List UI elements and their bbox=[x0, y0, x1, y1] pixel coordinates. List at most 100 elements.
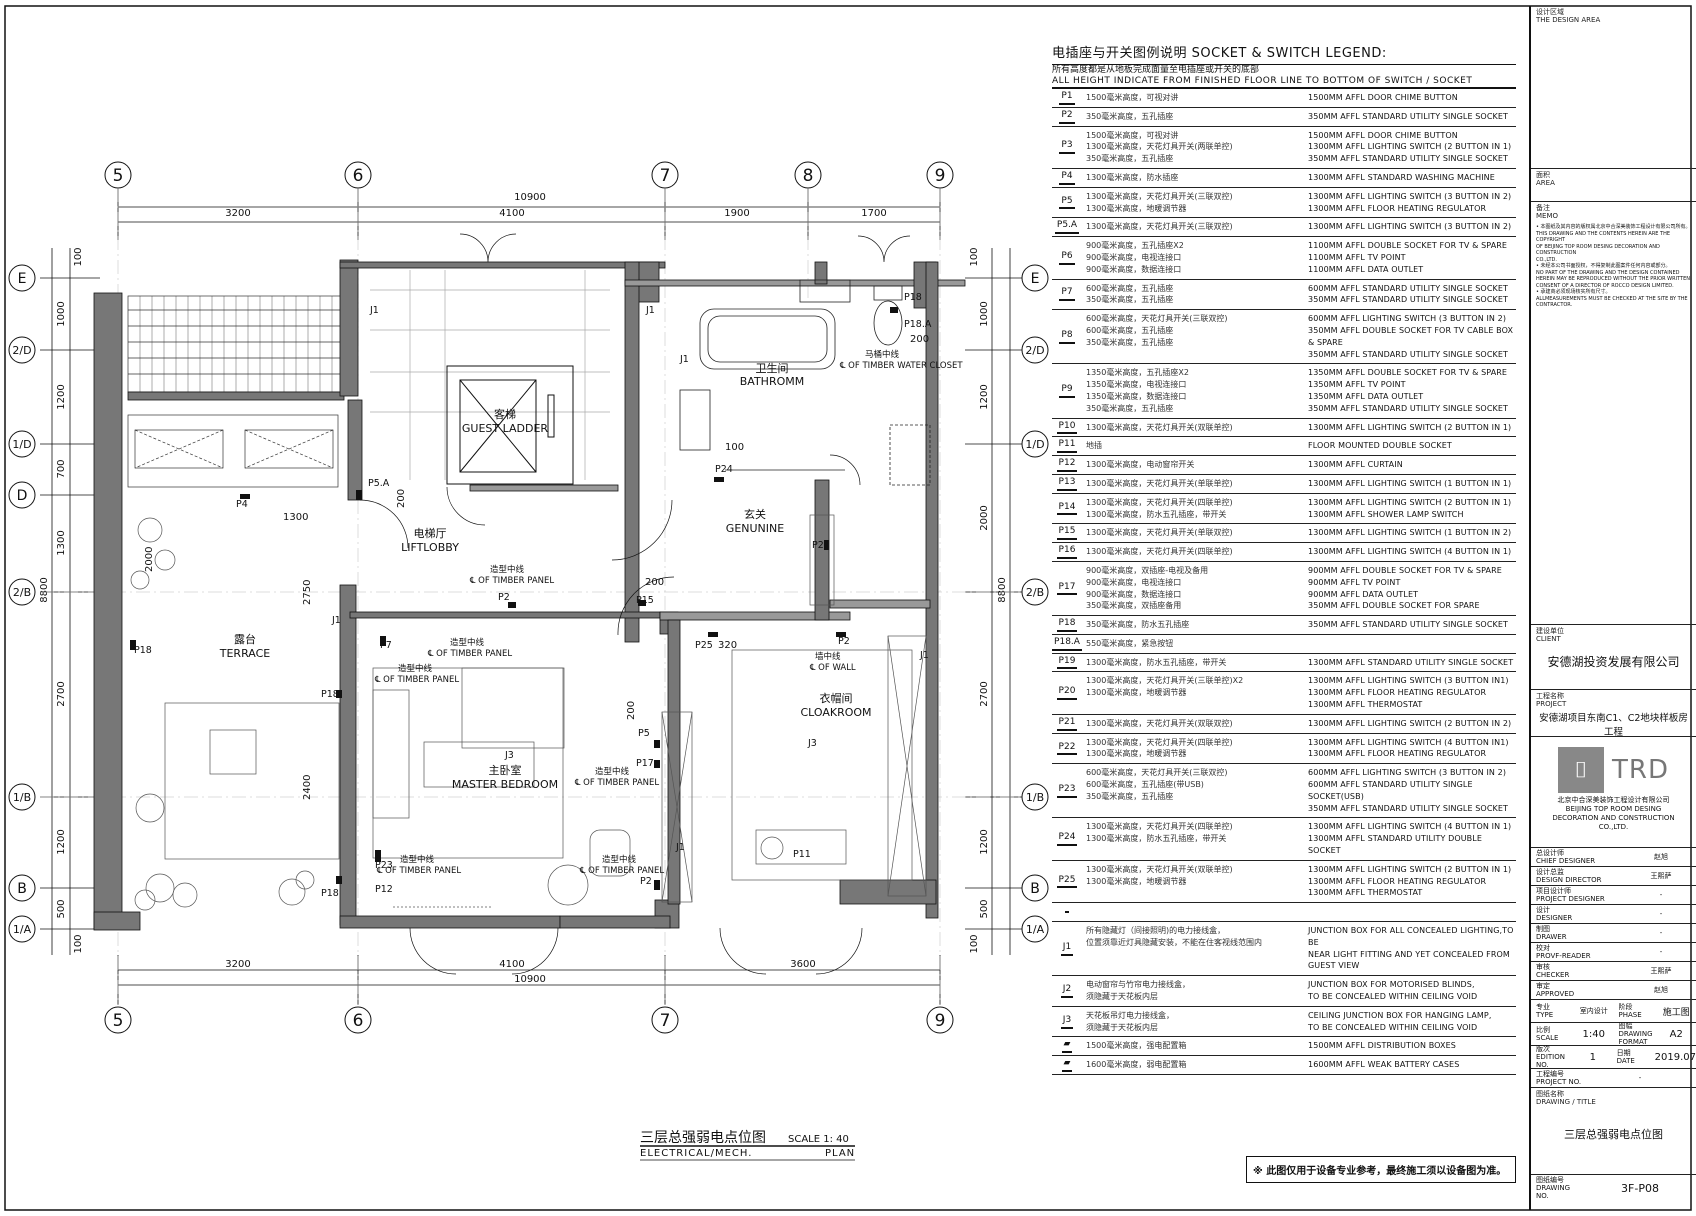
staff-role-en: DRAWER bbox=[1536, 933, 1567, 941]
panel-cn-6: 造型中线 bbox=[602, 854, 637, 865]
legend-cn-line: 900毫米高度，电视连接口 bbox=[1086, 252, 1182, 262]
legend-cn-line: 所有隐藏灯（间接照明)的电力接线盒， bbox=[1086, 926, 1226, 936]
legend-en-line: 600MM AFFL STANDARD UTILITY SINGLE SOCKE… bbox=[1308, 780, 1473, 801]
legend-cn: 1300毫米高度，天花灯具开关(三联双控)1300毫米高度，地暖调节器 bbox=[1082, 188, 1308, 218]
design-area-en: THE DESIGN AREA bbox=[1536, 16, 1601, 24]
legend-code-cell: P10 bbox=[1052, 419, 1082, 437]
legend-cn: 所有隐藏灯（间接照明)的电力接线盒，位置须靠近灯具隐藏安装，不能在住客视线范围内 bbox=[1082, 922, 1308, 975]
legend-cn-line: 1500毫米高度，可视对讲 bbox=[1086, 130, 1179, 140]
legend-code-cell: J3 bbox=[1052, 1007, 1082, 1037]
panel-cn-4: 造型中线 bbox=[595, 766, 630, 777]
staff-role-cn: 审核 bbox=[1536, 963, 1550, 971]
legend-en-line: NEAR LIGHT FITTING AND YET CONCEALED FRO… bbox=[1308, 949, 1510, 971]
dim-left-4: 700 bbox=[56, 459, 67, 478]
legend-en-line: 1300MM AFFL FLOOR HEATING REGULATOR bbox=[1308, 688, 1487, 698]
legend-code bbox=[1065, 911, 1069, 914]
staff-role-cn: 设计 bbox=[1536, 906, 1550, 914]
legend-en: 350MM AFFL STANDARD UTILITY SINGLE SOCKE… bbox=[1308, 108, 1516, 126]
axis-right-B: B bbox=[1030, 881, 1040, 897]
tag-p11: P11 bbox=[793, 849, 811, 860]
panel-en-4: ℄ OF TIMBER PANEL bbox=[574, 778, 659, 788]
legend-en-line: JUNCTION BOX FOR ALL CONCEALED LIGHTING,… bbox=[1308, 926, 1514, 947]
legend-en-line: JUNCTION BOX FOR MOTORISED BLINDS, bbox=[1308, 980, 1475, 990]
legend-code: P9 bbox=[1059, 384, 1075, 398]
company-cn: 北京中合深美装饰工程设计有限公司 bbox=[1557, 796, 1670, 804]
bedroom-furniture bbox=[372, 667, 693, 908]
panel-en-3: ℄ OF TIMBER PANEL bbox=[374, 675, 459, 685]
tag-j3-a: J3 bbox=[504, 750, 514, 761]
tag-j1-c: J1 bbox=[679, 354, 689, 365]
legend-en-line: 1300MM AFFL FLOOR HEATING REGULATOR bbox=[1308, 876, 1487, 886]
legend-code-cell: P13 bbox=[1052, 475, 1082, 493]
legend-code-cell: ▰ bbox=[1052, 1037, 1082, 1055]
legend-en-line: FLOOR MOUNTED DOUBLE SOCKET bbox=[1308, 441, 1452, 451]
genuine-cabinet bbox=[809, 514, 835, 606]
dim-left-11: 100 bbox=[73, 934, 84, 953]
legend-cn-line: 1300毫米高度，天花灯具开关(四联单控) bbox=[1086, 737, 1233, 747]
legend-code-cell: P6 bbox=[1052, 237, 1082, 278]
legend-en-line: 1300MM AFFL LIGHTING SWITCH (4 BUTTON IN… bbox=[1308, 547, 1512, 557]
legend-cn-line: 天花板吊灯电力接线盒， bbox=[1086, 1010, 1174, 1020]
legend-en-line: 900MM AFFL TV POINT bbox=[1308, 577, 1401, 587]
legend-en-line: 1500MM AFFL DISTRIBUTION BOXES bbox=[1308, 1041, 1456, 1051]
axis-right-1B: 1/B bbox=[1026, 791, 1044, 804]
legend-cn: 1300毫米高度，天花灯具开关(单联双控) bbox=[1082, 524, 1308, 542]
legend-en-line: TO BE CONCEALED WITHIN CEILING VOID bbox=[1308, 992, 1478, 1002]
plan-scale: SCALE 1: 40 bbox=[788, 1134, 849, 1145]
legend-code-cell: P2 bbox=[1052, 108, 1082, 126]
legend-cn: 1300毫米高度，天花灯具开关(双联单控)1300毫米高度，地暖调节器 bbox=[1082, 861, 1308, 902]
staff-name: 王熙萨 bbox=[1650, 967, 1672, 975]
memo-line: THIS DRAWING AND THE CONTENTS HEREIN ARE… bbox=[1536, 230, 1671, 244]
legend-cn-line: 350毫米高度，五孔插座 bbox=[1086, 295, 1174, 305]
legend-en bbox=[1308, 635, 1516, 653]
legend-code-cell: P7 bbox=[1052, 280, 1082, 310]
cloakroom-furniture bbox=[731, 635, 927, 897]
legend-code: P14 bbox=[1056, 502, 1078, 516]
legend-cn-line: 1300毫米高度，天花灯具开关(四联单控) bbox=[1086, 822, 1233, 832]
title-block: 设计区域 THE DESIGN AREA 面积 AREA 备注 MEMO • 本… bbox=[1529, 6, 1696, 1210]
legend-code-cell: P19 bbox=[1052, 654, 1082, 672]
tag-p18-a: P18 bbox=[134, 645, 152, 656]
legend-en-line: 600MM AFFL LIGHTING SWITCH (3 BUTTON IN … bbox=[1308, 768, 1507, 778]
legend-cn-line: 600毫米高度，五孔插座(带USB) bbox=[1086, 780, 1204, 790]
legend-code: ▰ bbox=[1061, 1058, 1073, 1072]
dim-right-2: 1000 bbox=[979, 301, 990, 326]
tag-p18-c: P18 bbox=[321, 888, 339, 899]
staff-name: - bbox=[1659, 948, 1663, 956]
legend-en: 1300MM AFFL CURTAIN bbox=[1308, 456, 1516, 474]
legend-title: 电插座与开关图例说明 SOCKET & SWITCH LEGEND: bbox=[1052, 40, 1516, 65]
panel-cn-2: 造型中线 bbox=[450, 637, 485, 648]
axis-top-9: 9 bbox=[935, 166, 946, 186]
legend-en: 1300MM AFFL LIGHTING SWITCH (4 BUTTON IN… bbox=[1308, 818, 1516, 859]
panel-cn-1: 造型中线 bbox=[490, 564, 525, 575]
dim-left-10: 500 bbox=[56, 899, 67, 918]
legend-en bbox=[1308, 903, 1516, 921]
legend-cn: 1300毫米高度，防水五孔插座，带开关 bbox=[1082, 654, 1308, 672]
dim-right-total: 8800 bbox=[997, 577, 1008, 602]
legend-code: P21 bbox=[1056, 717, 1078, 731]
legend-cn: 电动窗帘与竹帘电力接线盒，须隐藏于天花板内层 bbox=[1082, 976, 1308, 1006]
room-cloakroom-cn: 衣帽间 bbox=[820, 691, 853, 705]
top-dimension-texts: 10900 3200 4100 1900 1700 bbox=[225, 192, 886, 219]
tag-j1-d: J1 bbox=[331, 615, 341, 626]
tag-p2-d: P2 bbox=[640, 876, 652, 887]
legend-en-line: 1300MM AFFL LIGHTING SWITCH (2 BUTTON IN… bbox=[1308, 718, 1512, 728]
legend-code-cell: ▰ bbox=[1052, 1056, 1082, 1074]
legend-cn: 1300毫米高度，天花灯具开关(四联单控)1300毫米高度，防水五孔插座，带开关 bbox=[1082, 818, 1308, 859]
legend-cn: 1300毫米高度，天花灯具开关(四联单控) bbox=[1082, 543, 1308, 561]
title-cn: 图纸名称 bbox=[1536, 1090, 1564, 1098]
right-dimensions bbox=[965, 248, 1022, 955]
